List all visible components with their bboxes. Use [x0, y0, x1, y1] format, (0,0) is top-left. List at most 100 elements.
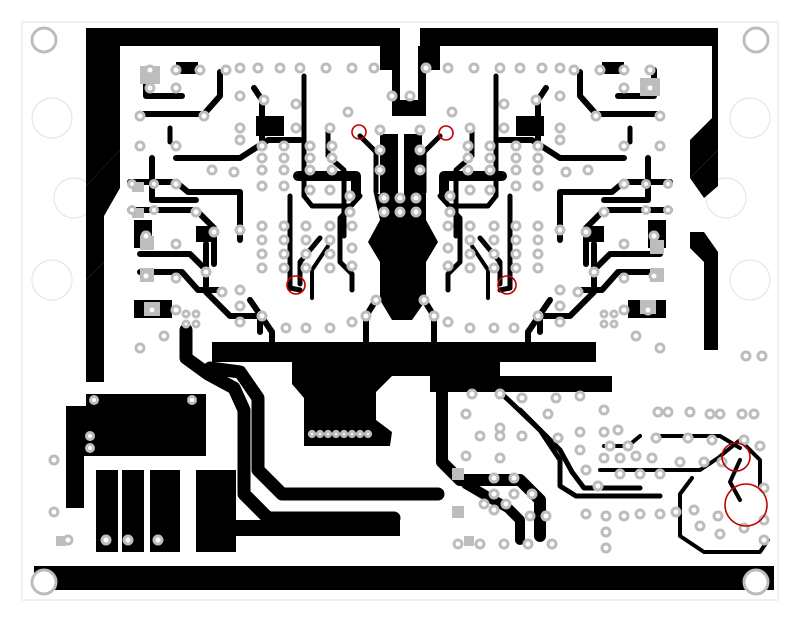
pad-hole: [346, 62, 358, 74]
pad-hole: [278, 234, 290, 246]
pad-hole: [594, 64, 606, 76]
pad-hole: [488, 504, 500, 516]
pad-hole: [394, 206, 406, 218]
pad-hole: [554, 62, 566, 74]
pad-hole: [641, 205, 651, 215]
pad-hole: [514, 62, 526, 74]
pad-hole: [580, 508, 592, 520]
pad-hole: [378, 206, 390, 218]
pad-hole: [494, 422, 506, 434]
pad-hole: [614, 468, 626, 480]
pad-hole: [258, 94, 270, 106]
pad-hole: [466, 388, 478, 400]
pad-hole: [540, 510, 552, 522]
pad-hole: [127, 205, 137, 215]
pad-hole: [498, 538, 510, 550]
pad-hole: [256, 180, 268, 192]
pad-hole: [344, 190, 356, 202]
red-markers: [286, 124, 768, 527]
pad-hole: [532, 152, 544, 164]
mounting-holes: [30, 26, 770, 596]
pad-hole: [294, 62, 306, 74]
pad-hole: [300, 220, 312, 232]
pad-hole: [494, 452, 506, 464]
pad-hole: [614, 452, 626, 464]
pad-hole: [220, 64, 232, 76]
pad-hole: [200, 266, 212, 278]
pad-hole: [704, 408, 716, 420]
pad-hole: [320, 62, 332, 74]
pad-hole: [618, 140, 630, 152]
pad-hole: [484, 152, 496, 164]
copper-bottom-bus: [34, 566, 774, 590]
pad-hole: [644, 82, 656, 94]
pad-hole: [342, 106, 354, 118]
pad-hole: [134, 342, 146, 354]
pad-hole: [630, 450, 642, 462]
pad-hole: [386, 90, 398, 102]
pad-hole: [158, 330, 170, 342]
pad-hole: [572, 286, 584, 298]
pad-hole: [630, 330, 642, 342]
pad-hole: [554, 134, 566, 146]
pad-hole: [452, 538, 464, 550]
pad-hole: [48, 506, 60, 518]
pad-hole: [532, 248, 544, 260]
pad-hole: [508, 472, 520, 484]
pad-hole: [622, 440, 634, 452]
pad-hole: [324, 234, 336, 246]
pad-hole: [324, 262, 336, 274]
pad-hole: [170, 272, 182, 284]
pad-hole: [234, 90, 246, 102]
pad-hole: [228, 166, 240, 178]
pad-hole: [488, 262, 500, 274]
pad-hole: [414, 144, 426, 156]
pad-hole: [706, 434, 718, 446]
pad-hole: [444, 190, 456, 202]
pad-hole: [444, 206, 456, 218]
pad-hole: [580, 464, 592, 476]
pad-hole: [304, 164, 316, 176]
pad-hole: [484, 164, 496, 176]
pad-hole: [278, 248, 290, 260]
pad-hole: [256, 248, 268, 260]
pad-hole: [280, 322, 292, 334]
pad-hole: [510, 234, 522, 246]
pad-hole: [278, 152, 290, 164]
pad-hole: [326, 140, 338, 152]
pad-hole: [420, 62, 432, 74]
pad-hole: [590, 110, 602, 122]
pad-hole: [374, 164, 386, 176]
pad-hole: [307, 429, 317, 439]
pad-hole: [363, 429, 373, 439]
pad-hole: [670, 506, 682, 518]
pad-hole: [140, 230, 152, 242]
pad-hole: [418, 294, 430, 306]
pad-hole: [234, 300, 246, 312]
pad-hole: [446, 106, 458, 118]
pad-hole: [618, 272, 630, 284]
pad-hole: [460, 408, 472, 420]
pad-hole: [714, 408, 726, 420]
pad-hole: [278, 220, 290, 232]
pad-hole: [62, 534, 74, 546]
pad-hole: [758, 534, 770, 546]
pad-hole: [300, 262, 312, 274]
pad-hole: [323, 429, 333, 439]
pad-hole: [374, 124, 386, 136]
pad-hole: [170, 64, 182, 76]
pad-hole: [256, 310, 268, 322]
pad-hole: [663, 205, 673, 215]
pad-hole: [324, 220, 336, 232]
pad-hole: [682, 432, 694, 444]
pad-hole: [634, 468, 646, 480]
pad-hole: [442, 316, 454, 328]
pad-hole: [694, 520, 706, 532]
pad-hole: [474, 430, 486, 442]
pad-hole: [498, 122, 510, 134]
pad-hole: [326, 152, 338, 164]
pad-hole: [89, 395, 99, 405]
pad-hole: [442, 242, 454, 254]
pad-hole: [574, 444, 586, 456]
pad-hole: [484, 140, 496, 152]
